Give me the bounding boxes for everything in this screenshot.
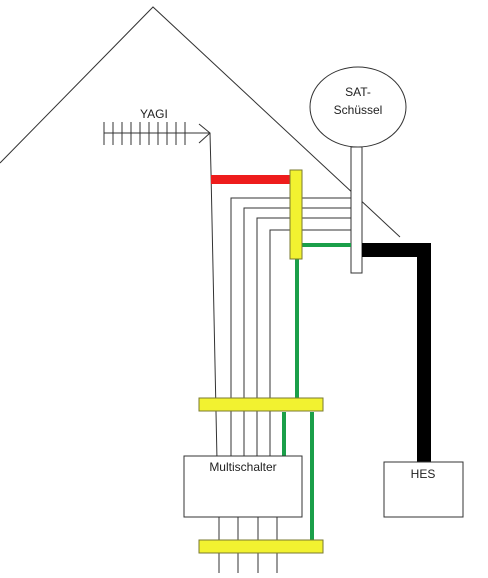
yagi-downlead: [209, 132, 218, 461]
multischalter-box: [183, 455, 303, 518]
yellow-connector-lower: [198, 539, 324, 554]
yellow-connector-upper: [198, 397, 324, 412]
yagi-label: YAGI: [140, 107, 168, 121]
sat-dish: [309, 66, 407, 148]
hes-label: HES: [411, 467, 436, 481]
yagi-antenna: [103, 122, 211, 145]
sat-dish-label-line1: SAT-: [345, 85, 371, 99]
coax-bundle: [230, 197, 351, 460]
hes-box: [383, 461, 464, 518]
multischalter-label: Multischalter: [209, 460, 276, 474]
sat-mast: [350, 146, 363, 274]
roof-outline: [0, 6, 401, 238]
yellow-connector-vertical: [289, 169, 303, 260]
red-cable: [211, 175, 291, 184]
black-cable: [362, 243, 431, 462]
sat-dish-label-line2: Schüssel: [334, 103, 383, 117]
